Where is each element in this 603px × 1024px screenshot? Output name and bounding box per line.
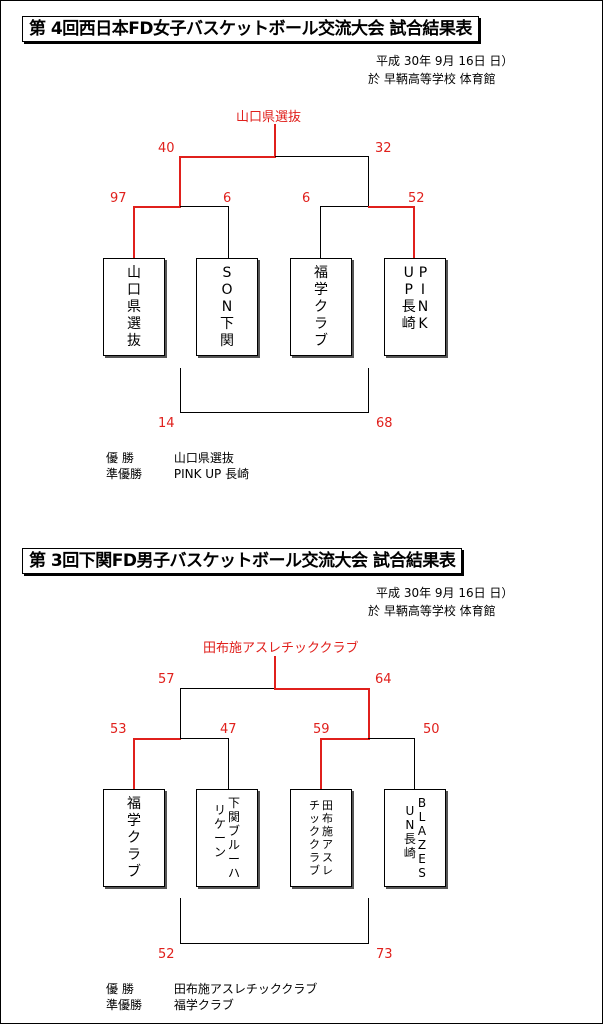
t2-score-final-left: 57 — [158, 672, 175, 687]
t2-score-third-right: 73 — [376, 947, 393, 962]
t1-winner-name: 山口県選抜 — [173, 451, 234, 465]
tournament-1-date: 平成 30年 9月 16日 日） — [376, 54, 514, 68]
t1-semi1-right-bar — [180, 206, 229, 207]
t2-team-2-col-1: 下関ブルーハ — [228, 796, 241, 880]
t2-winner-label: 優 勝 — [106, 982, 134, 996]
t2-third-right-drop — [368, 898, 369, 944]
t2-score-semi2-left: 59 — [313, 722, 330, 737]
t1-semi1-left-bar — [133, 206, 181, 208]
t1-team-1-col-1: 山口県選抜 — [127, 264, 141, 349]
t2-score-semi1-left: 53 — [110, 722, 127, 737]
t1-final-right-bar — [275, 156, 369, 157]
t1-semi1-right-drop — [228, 206, 229, 258]
t1-semi1-left-drop — [133, 206, 135, 258]
t1-final-left-drop — [179, 156, 181, 207]
t2-team-2-col-2: リケーン — [213, 803, 226, 859]
t2-semi2-left-bar — [320, 738, 370, 740]
t1-final-stem — [274, 124, 276, 158]
tournament-2-venue: 於 早鞆高等学校 体育館 — [368, 604, 496, 618]
tournament-2-champion-label: 田布施アスレチッククラブ — [203, 641, 359, 656]
t2-final-left-drop — [180, 688, 181, 739]
t2-team-3-col-1: 田布施アスレ — [322, 799, 333, 877]
t1-score-third-left: 14 — [158, 416, 175, 431]
t1-team-box-1: 山口県選抜 — [103, 258, 165, 356]
t1-final-right-drop — [368, 156, 369, 207]
t2-final-left-bar — [180, 688, 275, 689]
tournament-1-champion-label: 山口県選抜 — [236, 110, 302, 125]
t1-runnerup-label: 準優勝 — [106, 467, 143, 481]
t2-final-right-bar — [274, 688, 370, 690]
t1-score-semi1-right: 6 — [223, 191, 232, 206]
t2-team-box-1: 福学クラブ — [103, 789, 165, 887]
t1-winner-label: 優 勝 — [106, 451, 134, 465]
t2-winner-line: 優 勝 田布施アスレチッククラブ — [106, 981, 317, 997]
t2-score-semi1-right: 47 — [220, 722, 237, 737]
t1-semi2-right-drop — [413, 206, 415, 258]
t1-score-final-left: 40 — [158, 141, 175, 156]
t1-score-semi1-left: 97 — [110, 191, 127, 206]
t1-score-third-right: 68 — [376, 416, 393, 431]
t2-semi2-right-drop — [414, 738, 415, 789]
t2-semi1-right-drop — [228, 738, 229, 789]
t1-score-semi2-right: 52 — [408, 191, 425, 206]
t2-team-box-3: 田布施アスレ チッククラブ — [290, 789, 352, 887]
t1-semi2-left-bar — [320, 206, 369, 207]
t1-runnerup-line: 準優勝 PINK UP 長崎 — [106, 466, 249, 482]
tournament-2-date: 平成 30年 9月 16日 日） — [376, 586, 514, 600]
t1-team-3-col-1: 福学クラブ — [314, 264, 328, 349]
t1-team-box-3: 福学クラブ — [290, 258, 352, 356]
t2-score-semi2-right: 50 — [423, 722, 440, 737]
tournament-1-title: 第 4回西日本FD女子バスケットボール交流大会 試合結果表 — [22, 16, 479, 42]
t1-semi2-left-drop — [320, 206, 321, 258]
t2-runnerup-label: 準優勝 — [106, 998, 143, 1012]
tournament-2-title: 第 3回下関FD男子バスケットボール交流大会 試合結果表 — [22, 548, 463, 574]
t2-score-third-left: 52 — [158, 947, 175, 962]
t2-third-left-drop — [180, 898, 181, 944]
t2-runnerup-line: 準優勝 福学クラブ — [106, 997, 234, 1013]
t2-team-box-2: 下関ブルーハ リケーン — [196, 789, 258, 887]
t2-team-1-col-1: 福学クラブ — [127, 795, 141, 880]
t1-final-left-bar — [179, 156, 276, 158]
t2-score-final-right: 64 — [375, 672, 392, 687]
t2-semi2-right-bar — [368, 738, 415, 739]
t2-semi1-left-drop — [133, 738, 135, 789]
t1-runnerup-name: PINK UP 長崎 — [173, 467, 250, 481]
tournament-1-venue: 於 早鞆高等学校 体育館 — [368, 72, 496, 86]
t2-semi1-left-bar — [133, 738, 181, 740]
t2-final-right-drop — [368, 688, 370, 739]
t2-semi2-left-drop — [320, 738, 322, 789]
t1-semi2-right-bar — [368, 206, 415, 208]
t2-third-bar — [180, 943, 369, 944]
t1-score-semi2-left: 6 — [302, 191, 311, 206]
t2-final-stem — [274, 656, 276, 690]
t2-winner-name: 田布施アスレチッククラブ — [173, 982, 318, 996]
t2-semi1-right-bar — [180, 738, 229, 739]
t1-score-final-right: 32 — [375, 141, 392, 156]
t1-third-right-drop — [368, 368, 369, 413]
t1-winner-line: 優 勝 山口県選抜 — [106, 450, 234, 466]
t2-team-3-col-2: チッククラブ — [309, 799, 320, 877]
t2-runnerup-name: 福学クラブ — [173, 998, 234, 1012]
t1-third-left-drop — [180, 368, 181, 413]
t1-third-bar — [180, 412, 369, 413]
